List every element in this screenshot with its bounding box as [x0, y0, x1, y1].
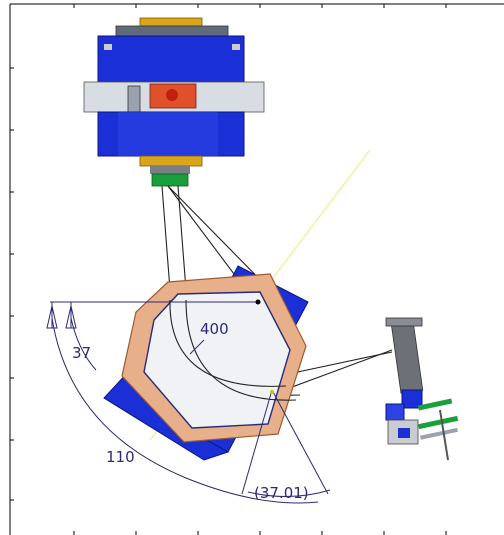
- dimensions: [46, 299, 331, 504]
- bending-magnet: [103, 265, 309, 461]
- top-chamber: [83, 17, 265, 187]
- side-detector: [385, 317, 459, 461]
- angle-small-dimension-label: 37: [72, 344, 91, 362]
- magnet-pole: [143, 291, 291, 429]
- angle-reference-dimension-label: (37.01): [254, 484, 309, 502]
- viewport-frame: [9, 3, 504, 535]
- radius-dimension-label: 400: [200, 320, 229, 338]
- beam-arcs: [169, 299, 297, 401]
- angle-large-dimension-label: 110: [106, 448, 135, 466]
